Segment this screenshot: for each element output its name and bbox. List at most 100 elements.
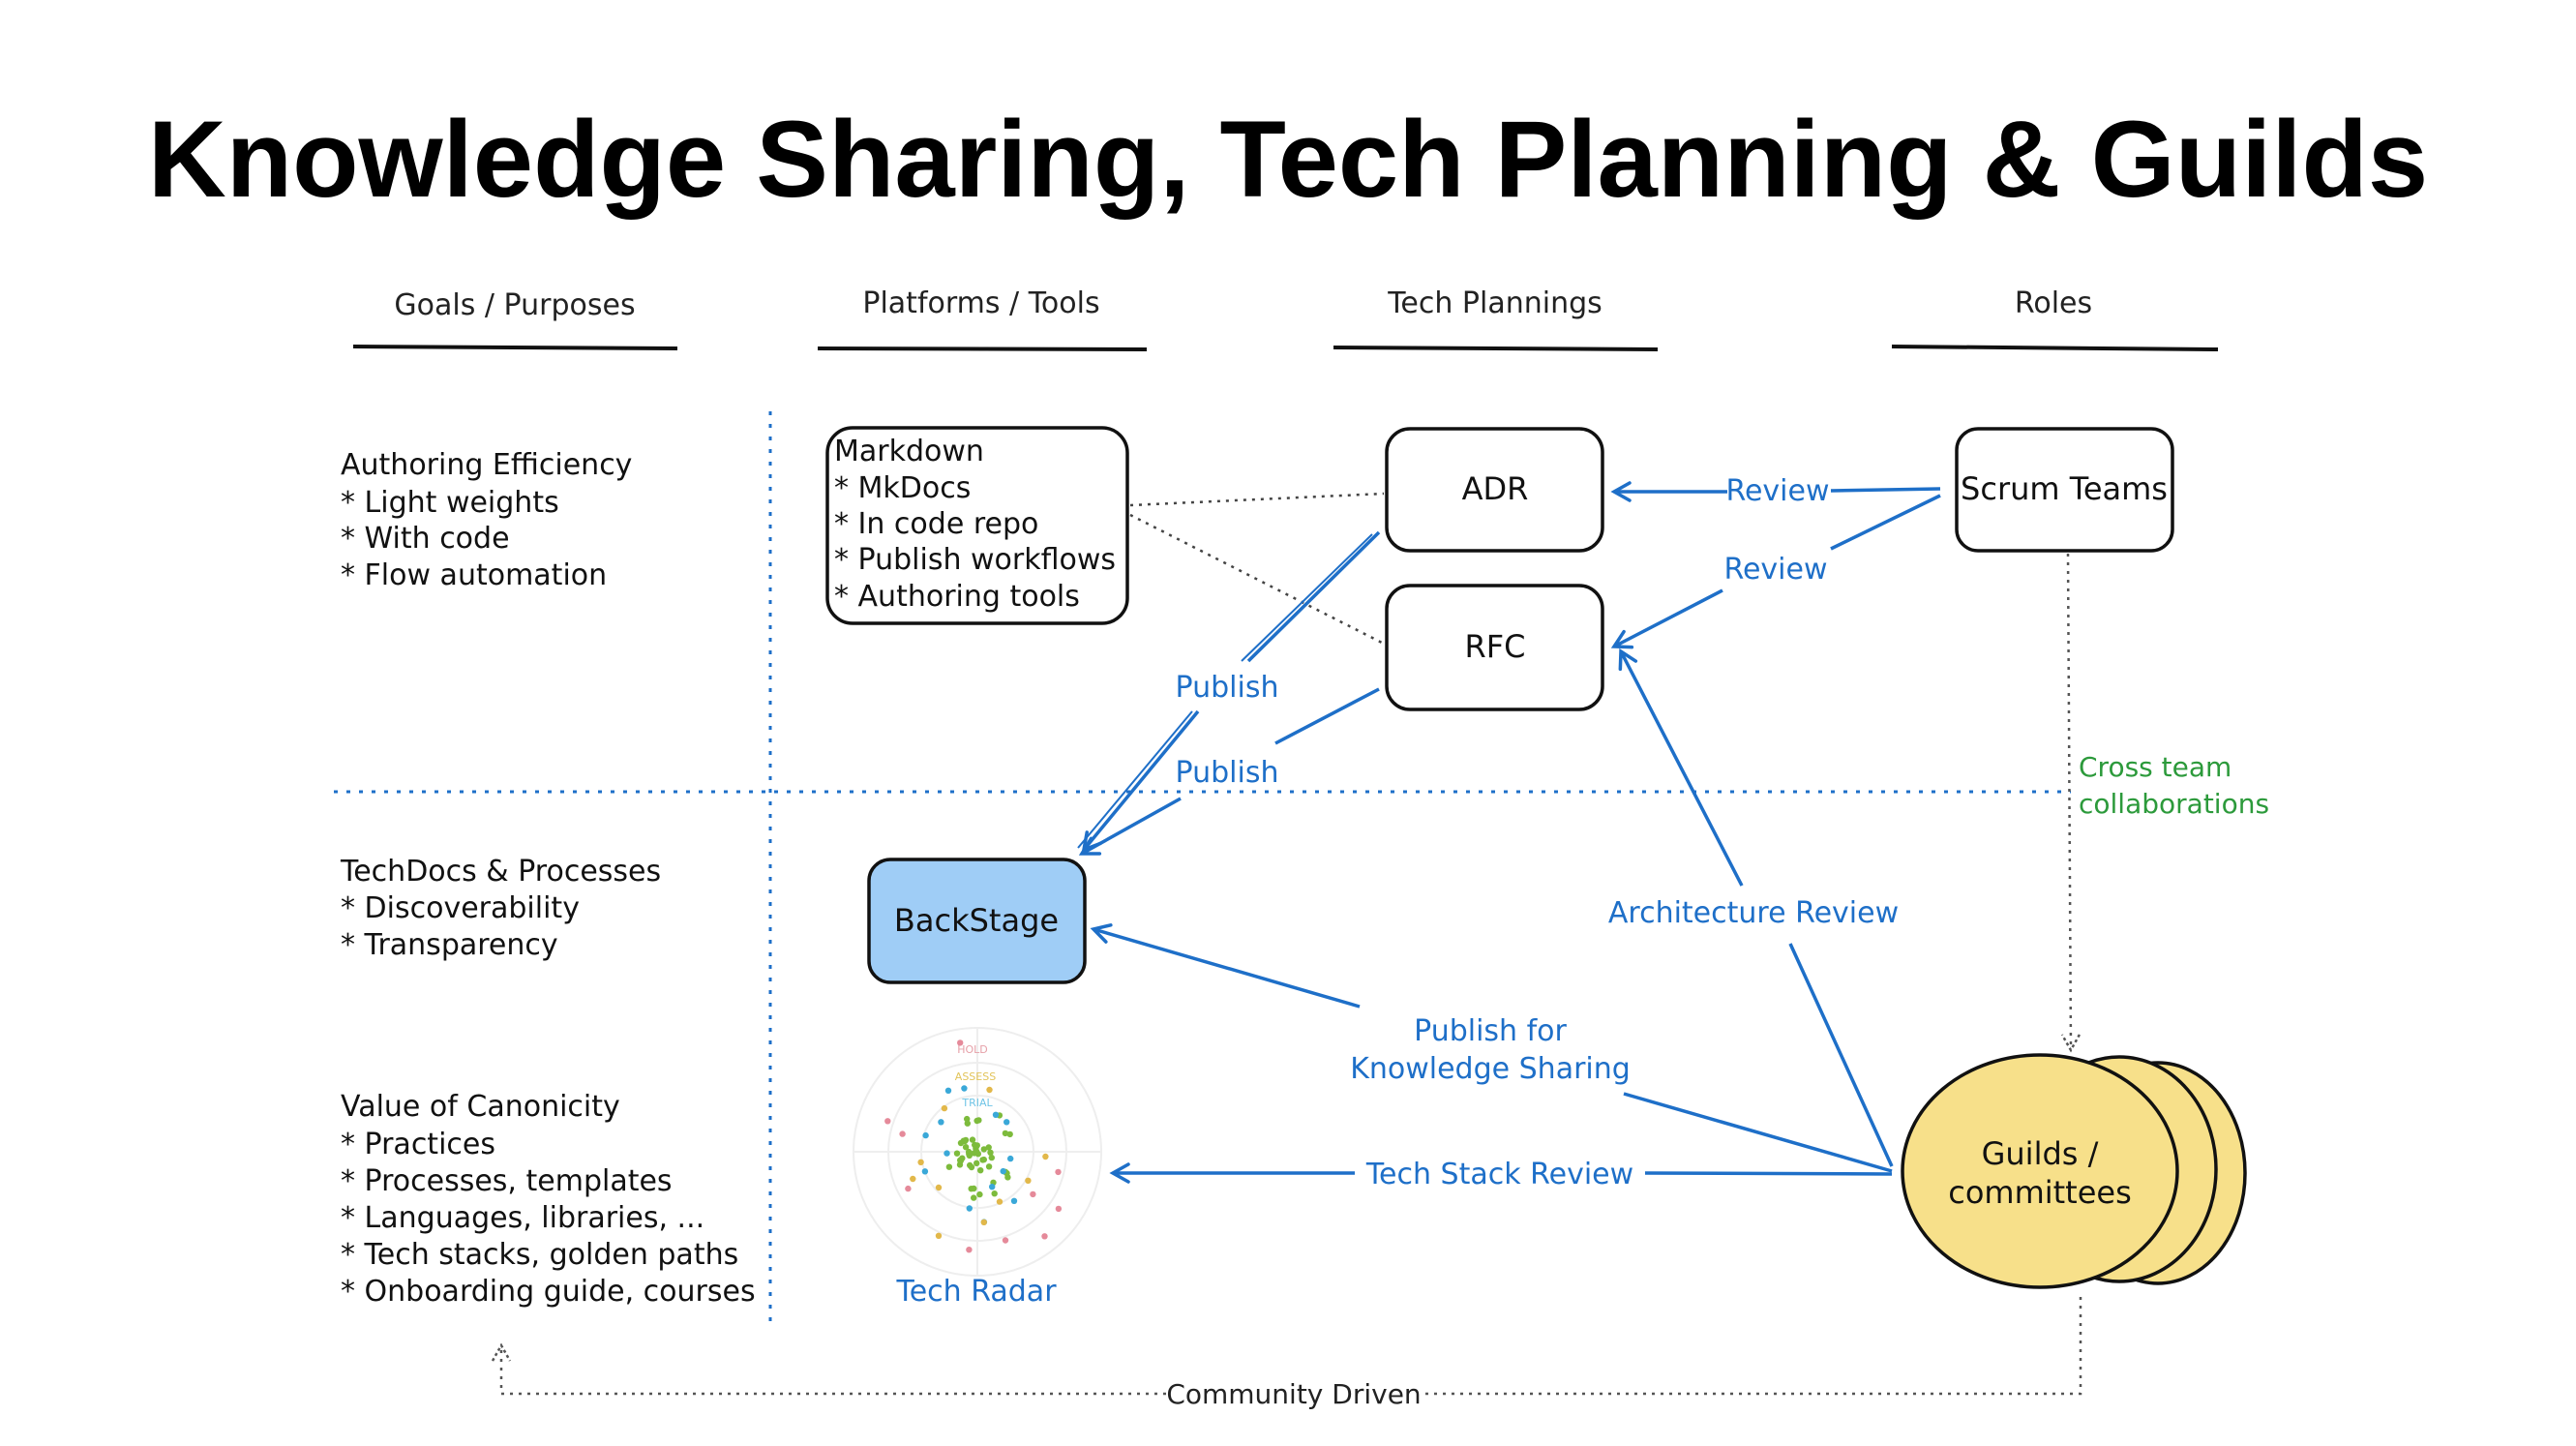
radar-blip xyxy=(966,1247,973,1253)
radar-blips xyxy=(884,1039,1063,1253)
radar-blip xyxy=(959,1155,966,1161)
radar-blip xyxy=(1042,1153,1049,1160)
radar-blip xyxy=(921,1168,929,1175)
goal-value-of-canonicity: Value of Canonicity * Practices * Proces… xyxy=(341,1090,756,1309)
edge-review-rfc: Review xyxy=(1610,494,1941,649)
radar-blip xyxy=(957,1039,964,1046)
rfc-box: RFC xyxy=(1385,584,1604,711)
goal-item: * Light weights xyxy=(341,486,559,520)
radar-blip xyxy=(961,1085,968,1092)
radar-blip xyxy=(944,1150,950,1157)
adr-box: ADR xyxy=(1385,427,1604,553)
radar-blip xyxy=(1002,1130,1009,1137)
radar-blip xyxy=(976,1190,983,1198)
edge-tech-stack-review: Tech Stack Review xyxy=(1109,1158,1893,1191)
radar-blip xyxy=(973,1117,980,1125)
radar-blip xyxy=(985,1144,992,1151)
radar-blip xyxy=(964,1115,971,1123)
edge-publish-knowledge-sharing: Publish for Knowledge Sharing xyxy=(1090,923,1893,1173)
goal-item: * Languages, libraries, ... xyxy=(341,1201,704,1235)
radar-blip xyxy=(1000,1167,1006,1175)
radar-blip xyxy=(966,1151,973,1158)
edge-label: Tech Stack Review xyxy=(1365,1158,1633,1191)
header-goals-underline xyxy=(352,345,678,350)
edge-label: Publish for xyxy=(1414,1014,1567,1048)
radar-blip xyxy=(1025,1177,1032,1185)
radar-blip xyxy=(938,1119,944,1126)
markdown-rfc-connector xyxy=(1129,513,1385,646)
guilds-label: Guilds / xyxy=(1982,1135,2099,1172)
edge-label: Publish xyxy=(1176,756,1279,790)
radar-blip xyxy=(988,1184,996,1190)
markdown-adr-connector xyxy=(1129,492,1385,507)
radar-blip xyxy=(953,1150,961,1157)
goal-item: * With code xyxy=(341,522,510,556)
radar-blip xyxy=(922,1131,929,1139)
radar-blip xyxy=(1041,1233,1048,1240)
tech-radar-label: Tech Radar xyxy=(895,1275,1057,1309)
header-roles-underline xyxy=(1891,345,2219,351)
guilds-committees: Guilds / committees xyxy=(1901,1053,2247,1289)
radar-blip xyxy=(979,1157,986,1163)
radar-blip xyxy=(1010,1197,1018,1205)
scrum-teams-label: Scrum Teams xyxy=(1961,470,2168,507)
radar-blip xyxy=(966,1205,973,1212)
edge-architecture-review: Architecture Review xyxy=(1608,648,1899,1167)
radar-ring-trial: TRIAL xyxy=(961,1097,993,1109)
header-platforms: Platforms / Tools xyxy=(862,286,1099,320)
edge-label: collaborations xyxy=(2079,788,2269,820)
radar-blip xyxy=(962,1144,970,1151)
goal-item: * Tech stacks, golden paths xyxy=(341,1238,738,1272)
goal-item: * Discoverability xyxy=(341,891,580,925)
goal-item: * Practices xyxy=(341,1128,495,1161)
backstage-label: BackStage xyxy=(894,902,1059,939)
radar-blip xyxy=(1002,1237,1009,1244)
scrum-teams-box: Scrum Teams xyxy=(1955,427,2174,553)
edge-label: Publish xyxy=(1176,671,1279,705)
radar-blip xyxy=(996,1198,1003,1205)
radar-blip xyxy=(1006,1130,1013,1138)
radar-blip xyxy=(899,1130,906,1137)
radar-blip xyxy=(980,1146,987,1153)
radar-blip xyxy=(973,1142,980,1149)
header-planning: Tech Plannings xyxy=(1387,286,1603,320)
radar-blip xyxy=(973,1148,980,1155)
radar-blip xyxy=(971,1185,977,1192)
radar-blip xyxy=(971,1194,977,1201)
header-goals: Goals / Purposes xyxy=(394,288,635,322)
edge-label: Knowledge Sharing xyxy=(1350,1052,1631,1086)
radar-blip xyxy=(985,1163,993,1170)
header-platforms-underline xyxy=(817,346,1148,351)
edge-review-adr: Review xyxy=(1610,474,1941,508)
goal-heading: TechDocs & Processes xyxy=(340,855,661,889)
radar-blip xyxy=(987,1149,994,1157)
radar-blip xyxy=(960,1137,967,1144)
radar-ring-hold: HOLD xyxy=(957,1043,988,1056)
radar-ring-assess: ASSESS xyxy=(955,1070,996,1083)
radar-blip xyxy=(917,1159,924,1166)
edge-label: Architecture Review xyxy=(1608,896,1899,930)
committees-label: committees xyxy=(1948,1174,2132,1211)
markdown-heading: Markdown xyxy=(834,435,984,468)
goal-heading: Authoring Efficiency xyxy=(341,448,632,482)
radar-blip xyxy=(945,1163,953,1170)
radar-blip xyxy=(884,1118,891,1125)
radar-blip xyxy=(1055,1205,1063,1213)
markdown-box: Markdown * MkDocs * In code repo * Publi… xyxy=(825,426,1129,625)
radar-blip xyxy=(935,1232,943,1240)
radar-blip xyxy=(969,1136,976,1143)
header-planning-underline xyxy=(1333,346,1659,351)
markdown-item: * Publish workflows xyxy=(834,543,1116,577)
goal-item: * Transparency xyxy=(341,928,558,962)
goal-item: * Onboarding guide, courses xyxy=(341,1275,756,1309)
edge-label: Review xyxy=(1723,553,1827,587)
goal-authoring-efficiency: Authoring Efficiency * Light weights * W… xyxy=(341,448,632,592)
radar-blip xyxy=(1055,1168,1062,1176)
adr-label: ADR xyxy=(1462,470,1529,507)
radar-blip xyxy=(968,1163,975,1171)
edge-publish-adr: Publish xyxy=(1077,530,1381,853)
radar-blip xyxy=(977,1167,984,1174)
markdown-item: * In code repo xyxy=(834,507,1038,541)
